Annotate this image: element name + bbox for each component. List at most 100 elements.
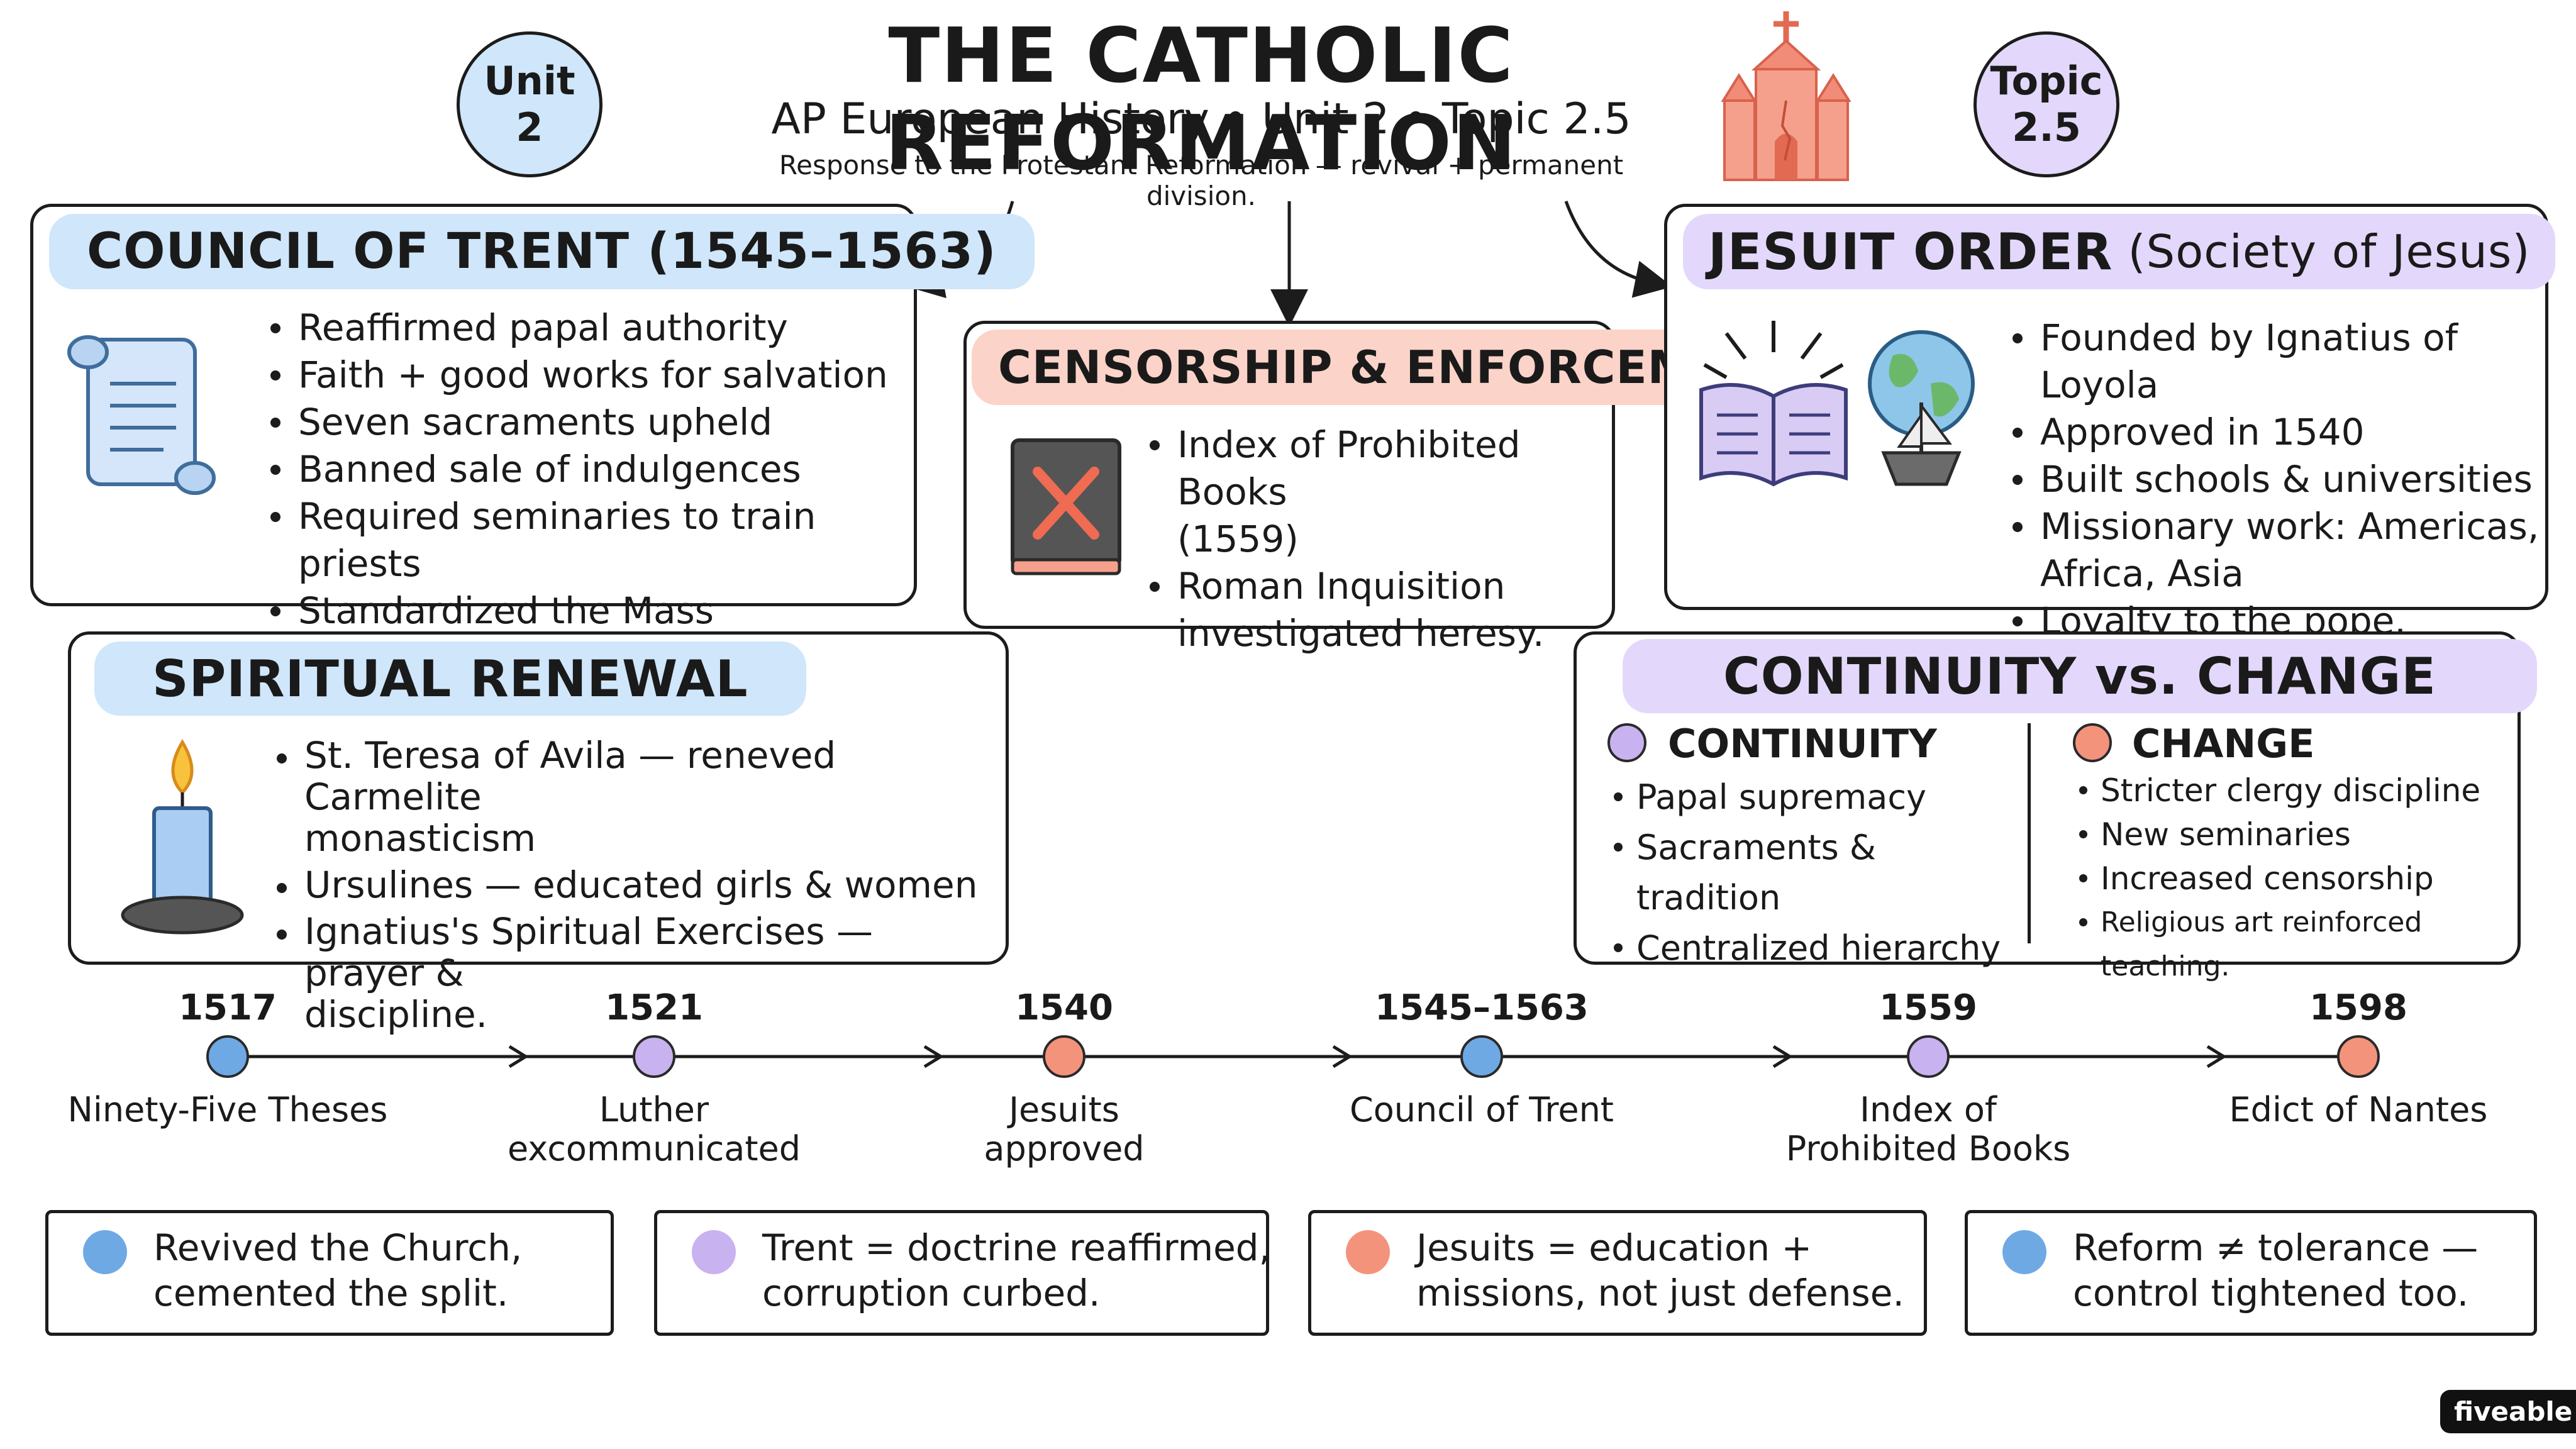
fiveable-logo: fiveable [2440,1390,2576,1433]
timeline-year: 1521 [605,987,703,1028]
list-item: Ursulines — educated girls & women [270,864,1000,906]
timeline-label: Council of Trent [1318,1091,1645,1130]
list-item: Centralized hierarchy [1607,923,2023,974]
takeaway-box [1308,1210,1927,1336]
timeline-dot [206,1035,249,1078]
censorship-list: Index of Prohibited Books (1559) Roman I… [1143,421,1609,657]
timeline-year: 1540 [1015,987,1113,1028]
timeline-year: 1598 [2309,987,2407,1028]
council-of-trent-list: Reaffirmed papal authority Faith + good … [264,304,899,635]
list-item: Approved in 1540 [2006,409,2541,456]
timeline-label: Ninety-Five Theses [64,1091,391,1130]
jesuit-order-title-main: JESUIT ORDER [1708,222,2113,281]
timeline-dot [1043,1035,1085,1078]
list-item-line: monasticism [304,817,536,860]
timeline-label-line: Index of [1860,1090,1997,1130]
takeaway-line: Reform ≠ tolerance — [2073,1226,2479,1269]
timeline-axis [226,1045,2358,1069]
list-item-line: Roman Inquisition [1177,565,1506,608]
list-item-line: investigated heresy. [1177,612,1545,655]
topic-badge-number: 2.5 [2012,104,2081,150]
list-item-line: Missionary work: Americas, [2040,505,2540,548]
continuity-list: Papal supremacy Sacraments & tradition C… [1607,772,2023,974]
takeaway-box [1965,1210,2537,1336]
takeaway-line: cemented the split. [153,1272,509,1314]
council-of-trent-title: COUNCIL OF TRENT (1545–1563) [49,214,1035,289]
timeline-label-line: Prohibited Books [1785,1129,2071,1169]
takeaway-line: control tightened too. [2073,1272,2469,1314]
change-heading: CHANGE [2132,721,2315,767]
list-item: Index of Prohibited Books (1559) [1143,421,1609,563]
open-book-icon [1699,321,1848,487]
unit-badge-label: Unit [484,58,575,104]
timeline-dot [2337,1035,2380,1078]
takeaway-dot [83,1230,127,1274]
timeline-year: 1559 [1879,987,1977,1028]
list-item-line: Africa, Asia [2040,552,2244,595]
topic-badge: Topic 2.5 [1974,31,2119,177]
timeline-label-line: Edict of Nantes [2229,1090,2488,1130]
timeline-label-line: Luther [599,1090,709,1130]
church-icon [1721,11,1852,181]
continuity-change-title: CONTINUITY vs. CHANGE [1623,639,2537,713]
globe-ship-icon [1868,330,1975,486]
list-item-line: St. Teresa of Avila — reneved Carmelite [304,734,836,818]
page-tagline: Response to the Protestant Reformation —… [779,150,1624,211]
list-item-line: Ignatius's Spiritual Exercises — prayer … [304,910,873,994]
list-item-line: Index of Prohibited Books [1177,423,1521,513]
column-divider [2028,723,2031,943]
list-item: Papal supremacy [1607,772,2023,823]
list-item: Sacraments & tradition [1607,823,2023,923]
takeaway-dot [2002,1230,2046,1274]
list-item: Stricter clergy discipline [2073,769,2513,813]
page-subtitle: AP European History • Unit 2 • Topic 2.5 [771,94,1631,144]
takeaway-text: Revived the Church,cemented the split. [153,1225,522,1316]
spiritual-renewal-list: St. Teresa of Avila — reneved Carmelite … [270,735,1000,1035]
takeaway-text: Trent = doctrine reaffirmed,corruption c… [762,1225,1270,1316]
topic-badge-label: Topic [1990,58,2103,104]
list-item: Founded by Ignatius of Loyola [2006,314,2541,409]
jesuit-order-list: Founded by Ignatius of Loyola Approved i… [2006,314,2541,645]
timeline-dot [633,1035,675,1078]
list-item: Banned sale of indulgences [264,446,899,493]
timeline-year: 1517 [179,987,277,1028]
unit-badge-number: 2 [516,104,543,150]
candle-icon [121,739,244,935]
takeaway-line: corruption curbed. [762,1272,1101,1314]
list-item: Reaffirmed papal authority [264,304,899,352]
takeaway-line: missions, not just defense. [1416,1272,1904,1314]
list-item: Required seminaries to train priests [264,493,899,587]
list-item: Standardized the Mass [264,587,899,635]
takeaway-text: Reform ≠ tolerance —control tightened to… [2073,1225,2478,1316]
timeline-label-line: Jesuits [1009,1090,1119,1130]
jesuit-order-title-paren: (Society of Jesus) [2128,225,2531,278]
list-item: Ignatius's Spiritual Exercises — prayer … [270,911,1000,1035]
timeline-year: 1545–1563 [1375,987,1589,1028]
list-item: Religious art reinforced teaching. [2073,901,2513,989]
spiritual-renewal-title: SPIRITUAL RENEWAL [94,641,806,716]
takeaway-dot [692,1230,736,1274]
unit-badge: Unit 2 [457,31,602,177]
list-item: Seven sacraments upheld [264,399,899,446]
continuity-heading: CONTINUITY [1668,721,1937,767]
list-item: Faith + good works for salvation [264,352,899,399]
takeaway-box [654,1210,1269,1336]
list-item: Increased censorship [2073,857,2513,901]
takeaway-text: Jesuits = education +missions, not just … [1416,1225,1904,1316]
change-dot [2073,723,2112,762]
takeaway-line: Revived the Church, [153,1226,523,1269]
list-item: New seminaries [2073,813,2513,857]
change-list: Stricter clergy discipline New seminarie… [2073,769,2513,989]
list-item: Missionary work: Americas, Africa, Asia [2006,503,2541,597]
timeline-label-line: approved [984,1129,1145,1169]
takeaway-line: Jesuits = education + [1416,1226,1813,1269]
jesuit-order-title: JESUIT ORDER (Society of Jesus) [1683,214,2556,289]
scroll-icon [67,335,216,495]
timeline-label-line: Council of Trent [1350,1090,1614,1130]
list-item-line: (1559) [1177,518,1299,560]
timeline-label-line: Ninety-Five Theses [67,1090,388,1130]
takeaway-line: Trent = doctrine reaffirmed, [762,1226,1271,1269]
